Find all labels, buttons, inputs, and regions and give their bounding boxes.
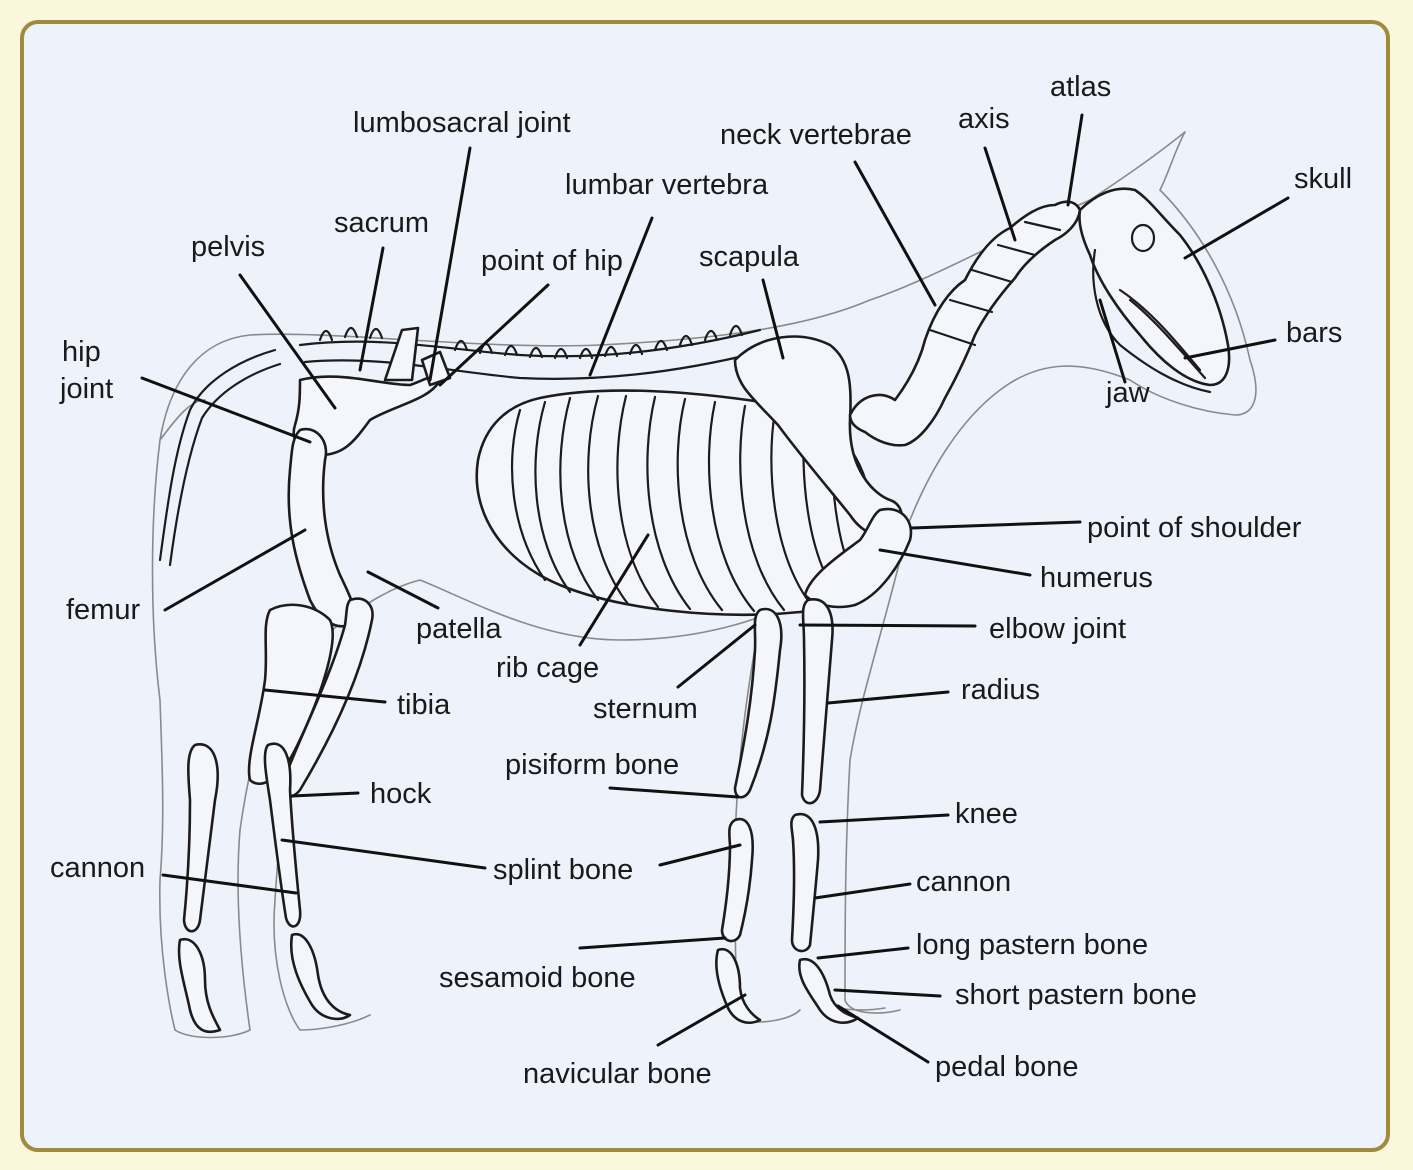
label-short-pastern-bone: short pastern bone xyxy=(955,979,1197,1011)
label-hip-joint-line1: hip xyxy=(62,336,101,368)
leader-lines xyxy=(140,113,1290,1064)
leader-scapula xyxy=(761,278,785,360)
leader-lumbar-vertebra xyxy=(588,216,654,377)
leader-navicular-bone xyxy=(656,993,747,1047)
leader-bars xyxy=(1183,338,1277,360)
label-radius: radius xyxy=(961,674,1040,706)
leader-lumbosacral-joint xyxy=(428,146,472,382)
spine xyxy=(298,324,762,380)
leader-splint-bone-fore xyxy=(658,843,742,867)
leader-hip-joint xyxy=(140,376,312,444)
leader-atlas xyxy=(1066,113,1084,207)
label-lumbar-vertebra: lumbar vertebra xyxy=(565,169,769,201)
label-pelvis: pelvis xyxy=(191,231,265,263)
leader-cannon-hind xyxy=(161,873,298,895)
label-atlas: atlas xyxy=(1050,71,1111,103)
leader-point-of-hip xyxy=(438,283,550,387)
label-splint-bone: splint bone xyxy=(493,854,633,886)
leader-pedal-bone xyxy=(836,1004,930,1064)
leader-tibia xyxy=(263,688,387,704)
neck-bones xyxy=(848,200,1082,447)
leader-patella xyxy=(366,570,440,610)
label-point-of-shoulder: point of shoulder xyxy=(1087,512,1302,544)
fore-leg-bones xyxy=(715,598,860,1024)
leader-knee xyxy=(818,813,950,824)
leader-cannon-fore xyxy=(813,882,912,900)
leader-long-pastern-bone xyxy=(816,946,910,960)
label-jaw: jaw xyxy=(1105,377,1151,409)
leader-skull xyxy=(1183,196,1290,260)
label-neck-vertebrae: neck vertebrae xyxy=(720,119,912,151)
label-sacrum: sacrum xyxy=(334,207,429,239)
label-skull: skull xyxy=(1294,163,1352,195)
hind-leg-bones xyxy=(177,427,374,1034)
label-cannon-fore: cannon xyxy=(916,866,1011,898)
label-rib-cage: rib cage xyxy=(496,652,599,684)
leader-humerus xyxy=(878,548,1032,577)
label-bars: bars xyxy=(1286,317,1342,349)
pelvis-bone xyxy=(292,326,452,457)
label-humerus: humerus xyxy=(1040,562,1153,594)
leader-jaw xyxy=(1098,298,1127,384)
label-sesamoid-bone: sesamoid bone xyxy=(439,962,636,994)
bone-labels: lumbosacral joint neck vertebrae axis at… xyxy=(50,71,1352,1090)
label-lumbosacral-joint: lumbosacral joint xyxy=(353,107,571,139)
leader-point-of-shoulder xyxy=(910,520,1082,530)
leader-splint-bone-hind xyxy=(280,838,487,870)
leader-sacrum xyxy=(358,246,385,372)
label-sternum: sternum xyxy=(593,693,698,725)
label-tibia: tibia xyxy=(397,689,451,721)
leader-short-pastern-bone xyxy=(833,988,942,998)
leader-elbow-joint xyxy=(798,623,977,628)
leader-axis xyxy=(983,146,1017,242)
skull-bones xyxy=(1078,187,1231,394)
label-cannon-hind: cannon xyxy=(50,852,145,884)
leader-femur xyxy=(163,528,307,612)
label-pisiform-bone: pisiform bone xyxy=(505,749,679,781)
label-femur: femur xyxy=(66,594,140,626)
label-scapula: scapula xyxy=(699,241,800,273)
label-navicular-bone: navicular bone xyxy=(523,1058,712,1090)
label-hock: hock xyxy=(370,778,432,810)
tail-vertebrae xyxy=(158,348,282,567)
shoulder-bones xyxy=(733,335,913,609)
label-elbow-joint: elbow joint xyxy=(989,613,1126,645)
label-point-of-hip: point of hip xyxy=(481,245,623,277)
leader-pisiform-bone xyxy=(608,786,740,799)
label-hip-joint-line2: joint xyxy=(59,373,113,405)
leader-neck-vertebrae xyxy=(853,160,937,307)
label-patella: patella xyxy=(416,613,502,645)
leader-sternum xyxy=(676,623,757,689)
leader-rib-cage xyxy=(578,533,650,647)
leader-pelvis xyxy=(238,273,337,410)
horse-body-outline xyxy=(151,131,1257,1039)
label-pedal-bone: pedal bone xyxy=(935,1051,1079,1083)
label-long-pastern-bone: long pastern bone xyxy=(916,929,1148,961)
leader-hock xyxy=(290,791,360,798)
leader-radius xyxy=(826,690,950,705)
label-axis: axis xyxy=(958,103,1010,135)
label-knee: knee xyxy=(955,798,1018,830)
leader-sesamoid-bone xyxy=(578,936,727,950)
